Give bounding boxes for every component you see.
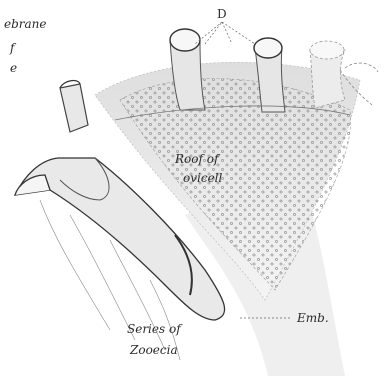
roof-of-ovicell-label-2: ovicell (183, 171, 223, 185)
membrane-label-fragment: ebrane (4, 17, 47, 31)
roof-of-ovicell-label-1: Roof of (174, 152, 221, 166)
d-label: D (217, 7, 227, 21)
zooecium-tube-left (60, 81, 88, 132)
zooecium-tube-3 (310, 41, 345, 108)
cut-letter-2: e (10, 61, 17, 75)
series-of-zooecia-label-1: Series of (127, 322, 183, 336)
series-of-zooecia-label-2: Zooecia (129, 343, 178, 357)
emb-label: Emb. (296, 311, 329, 325)
cut-letter-1: f (9, 41, 17, 55)
d-leaders (195, 22, 255, 44)
